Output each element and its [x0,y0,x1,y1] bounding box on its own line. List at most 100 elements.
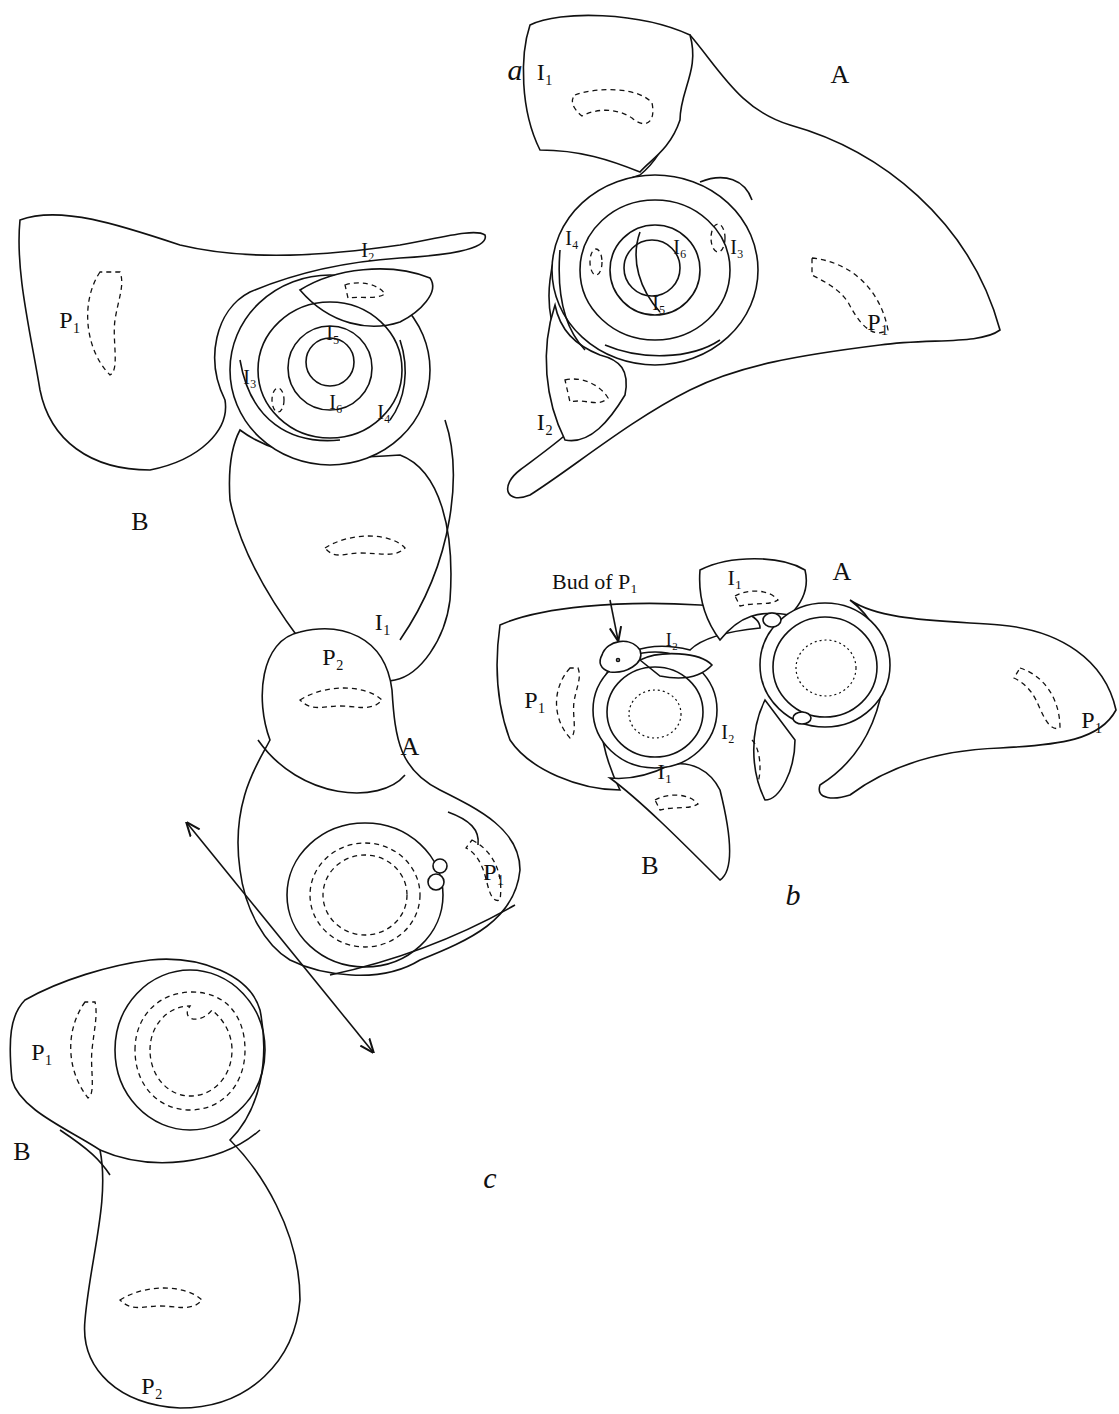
bud-section-a-B-part [229,430,450,683]
part-label: I₁ [727,567,744,589]
bud-section-b-A-part [1014,668,1060,729]
part-label: P₁ [58,308,82,332]
bud-section-c-B-part [10,959,300,1408]
bud-section-c-A-part [258,740,405,793]
bud-section-a-B-part [88,272,122,375]
bud-section-a-A-part [559,250,585,350]
part-label: I₆ [328,392,344,412]
bud-section-c-A-part [238,629,520,975]
bud-section-a-A-part [565,379,608,403]
bud-section-a-A-part [590,249,602,275]
bud-section-c-A-part [287,823,443,967]
bud-section-b-B-part [600,641,641,672]
bud-section-a-A-part [624,240,680,296]
part-label: P₁ [866,310,890,334]
bud-section-a-B-part [19,215,485,470]
panel-letter: c [482,1163,497,1193]
part-label: P₁ [482,860,506,884]
bud-section-a-A-part [523,15,692,172]
bud-section-b-B-part [607,667,703,757]
bud-section-c-B-part [120,1288,202,1308]
bud-section-c-A-part [428,874,444,890]
bud-section-b-A-part [796,640,856,696]
bud-section-a-A-part [711,224,725,252]
part-label: B [640,853,659,879]
part-label: I₂ [360,240,376,260]
part-label: I₂ [665,631,679,649]
bud-section-b-B-part [655,795,698,810]
part-label: P₁ [30,1040,54,1064]
part-label: I₄ [564,228,580,248]
part-label: P₂ [140,1374,164,1398]
part-label: I₆ [672,237,688,257]
bud-section-a-B-part [306,338,354,386]
bud-section-c-B-part [115,970,265,1130]
bud-section-a-A [508,15,1000,497]
bud-section-b-A-part [735,591,778,606]
bud-section-c-B-part [100,1130,260,1163]
bud-section-a-B-part [300,269,433,326]
part-label: P₁ [1080,708,1104,732]
part-label: I₄ [376,402,392,422]
part-label: I₅ [325,323,341,343]
panel-letter: b [785,880,802,910]
bud-section-c-A-part [310,843,420,947]
bud-section-c-A-part [323,855,407,935]
bud-section-a-B [19,215,485,683]
part-label: I₅ [651,293,667,313]
bud-section-b-A-part [763,613,781,627]
bud-section-b-B [497,603,760,880]
part-label: P₂ [321,645,345,669]
bud-section-b-A [700,559,1116,800]
bud-section-a-B-part [390,340,405,420]
bud-section-c-B-part [60,1130,110,1175]
part-label: A [832,559,853,585]
part-label: I₃ [242,367,258,387]
bud-section-c-B-part [135,992,245,1110]
bud-section-b-B-part [629,690,681,738]
part-label: B [130,509,149,535]
bud-section-c-A-part [300,688,382,708]
part-label: P₁ [523,688,547,712]
bud-section-a-B-part [345,283,385,298]
bud-section-a-B-part [400,420,453,640]
part-label: I₂ [720,722,736,742]
part-label: I₁ [657,761,674,783]
part-label: B [12,1139,31,1165]
bud-section-b-A-part [793,712,811,724]
bud-section-c-B-part [150,1006,232,1096]
bud-section-a-B-part [272,388,284,412]
bud-section-b-A-part [752,740,760,782]
bud-section-c-A-part [448,812,478,845]
bud-section-a-A-part [580,200,730,340]
part-label: I₂ [536,410,554,434]
bud-section-a-B-part [258,302,402,438]
bud-section-a-A-part [572,90,653,124]
bud-section-a-B-part [240,360,340,441]
bud-section-b-A-part [760,603,890,727]
bud-section-b-B-part [617,659,620,662]
bud-section-a-A-part [552,175,758,365]
part-label: A [400,734,421,760]
symmetry-axis-arrow [187,823,373,1052]
bud-section-c-A [238,629,520,975]
bud-section-b-A-part [773,617,877,717]
part-label: I₁ [374,610,392,634]
part-label: I₃ [729,237,745,257]
bud-section-c-A-part [433,859,447,873]
bud-section-c-B-part [71,1002,96,1098]
bud-section-b-B-part [640,654,712,678]
panel-letter: a [507,55,524,85]
leader-arrow [610,600,618,640]
bud-section-a-A-part [605,340,720,356]
bud-section-a-B-part [325,536,405,555]
bud-section-a-A-part [700,178,752,200]
bud-section-c-B [10,959,300,1408]
part-label: Bud of P₁ [551,571,639,593]
part-label: A [830,62,851,88]
bud-section-c-A-part [330,905,515,975]
part-label: I₁ [536,60,554,84]
bud-section-a-A-part [610,225,700,315]
bud-section-b-B-part [557,668,580,738]
